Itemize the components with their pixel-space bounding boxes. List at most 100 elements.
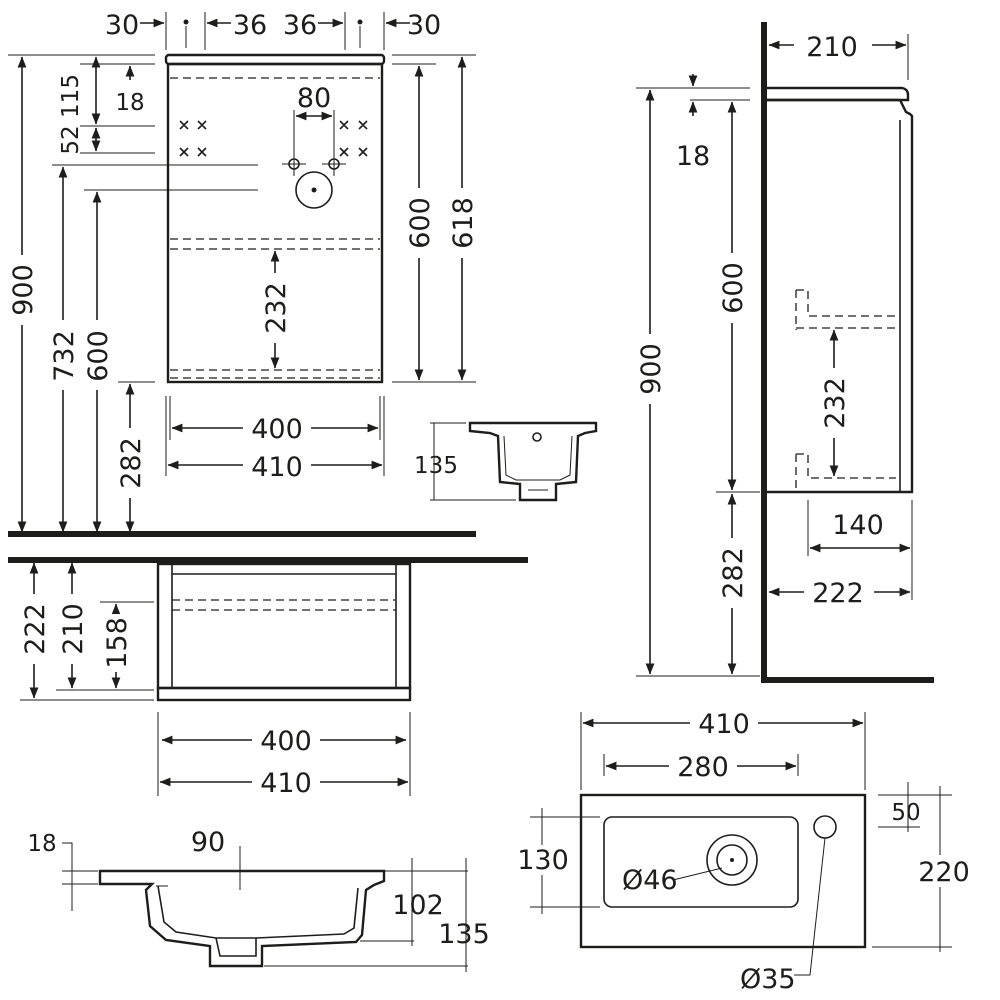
dim-top-to-bracket: 115 <box>58 74 84 118</box>
label-mask <box>102 614 130 672</box>
dim-depth-210: 210 <box>58 603 89 655</box>
label-mask <box>820 368 848 438</box>
basin-profile-small <box>468 421 598 502</box>
dim-tap-offset-left: 36 <box>233 10 267 41</box>
label-mask <box>690 706 758 736</box>
basin-plan-view: 410 280 130 Ø46 50 220 Ø35 <box>516 706 972 995</box>
dim-side-inner-depth: 140 <box>832 510 884 541</box>
label-mask <box>243 412 311 442</box>
dim-cabinet-height: 600 <box>405 197 436 249</box>
dim-basin-plan-width: 410 <box>698 709 750 740</box>
basin-plan-waste-center <box>730 858 734 862</box>
leader-waste-diameter <box>672 867 723 881</box>
basin-plan-bowl <box>603 816 799 908</box>
dim-basin-offset-left: 30 <box>105 10 139 41</box>
dim-bracket-spacing: 52 <box>58 125 84 154</box>
dim-total-618: 618 <box>448 197 479 249</box>
label-mask <box>804 576 874 608</box>
basin-section-profile <box>98 869 386 968</box>
dim-plan-inner-width: 400 <box>260 726 312 757</box>
basin-front-small-view: 135 <box>414 421 598 502</box>
dim-side-cabinet-height: 600 <box>718 262 749 314</box>
dim-top-thickness: 18 <box>115 90 144 116</box>
label-mask <box>516 845 570 875</box>
label-mask <box>916 855 972 887</box>
dim-section-top-thickness: 18 <box>27 831 56 857</box>
label-mask <box>8 255 36 325</box>
bracket-fixing-crosses <box>179 120 368 157</box>
label-mask <box>824 508 894 540</box>
dim-section-bowl-depth: 102 <box>392 890 444 921</box>
dim-outer-width: 410 <box>251 452 303 483</box>
label-mask <box>83 320 111 390</box>
dim-tap-spacing: 80 <box>297 83 331 114</box>
label-mask <box>243 450 311 480</box>
dim-cabinet-side-height: 600 <box>83 330 114 382</box>
dim-inner-width: 400 <box>251 414 303 445</box>
basin-top-slab <box>164 53 386 66</box>
dim-basin-bowl-width: 280 <box>677 752 729 783</box>
dim-overall-height: 900 <box>8 264 39 316</box>
cabinet-plan-outline <box>156 562 412 690</box>
dim-side-shelf-height: 232 <box>820 377 851 429</box>
basin-section-waste <box>215 937 257 957</box>
dim-waste-diameter: Ø46 <box>622 865 678 896</box>
dim-waste-height: 732 <box>49 330 80 382</box>
label-mask <box>252 766 320 796</box>
label-mask <box>20 594 48 664</box>
label-mask <box>718 253 746 323</box>
label-mask <box>669 750 737 780</box>
overflow-icon <box>532 432 542 442</box>
dim-tap-offset-right: 36 <box>283 10 317 41</box>
basin-inner-line <box>503 435 573 481</box>
label-mask <box>405 188 433 258</box>
dim-side-top-depth: 210 <box>806 32 858 63</box>
label-mask <box>49 320 77 390</box>
label-mask <box>448 188 476 258</box>
dim-side-top-thickness: 18 <box>676 141 710 172</box>
dim-depth-222: 222 <box>20 603 51 655</box>
basin-section-view: 18 90 102 135 <box>27 827 490 972</box>
basin-top-side <box>767 86 910 102</box>
leader-tap-hole-diameter <box>794 837 826 976</box>
shelf-bracket-lower <box>796 453 896 479</box>
basin-plan-waste-inner <box>716 844 748 876</box>
basin-plan-tap-hole <box>813 815 837 839</box>
dim-side-overall-depth: 222 <box>812 578 864 609</box>
label-mask <box>718 538 746 608</box>
label-mask <box>58 594 86 664</box>
label-mask <box>636 334 664 404</box>
waste-outlet-icon <box>295 171 333 209</box>
dim-side-overall-height: 900 <box>636 343 667 395</box>
dim-section-total-depth: 135 <box>438 919 490 950</box>
dim-shelf-height: 232 <box>261 282 292 334</box>
dim-plan-outer-width: 410 <box>260 768 312 799</box>
dim-basin-small-depth: 135 <box>414 453 458 479</box>
dim-side-floor-clearance: 282 <box>718 547 749 599</box>
shelf-bracket-upper <box>796 289 896 317</box>
label-mask <box>252 724 320 754</box>
dim-floor-clearance: 282 <box>116 437 147 489</box>
dim-basin-plan-depth: 220 <box>918 857 970 888</box>
dim-depth-158: 158 <box>102 617 133 669</box>
front-elevation-view: 80 30 36 36 30 115 <box>8 10 479 537</box>
label-mask <box>116 428 144 498</box>
cabinet-body-front <box>166 62 384 384</box>
basin-plan-waste-outer <box>706 834 758 886</box>
label-mask <box>261 273 289 343</box>
cabinet-side-body <box>767 98 914 494</box>
side-elevation-view: 210 18 900 600 282 232 140 222 <box>636 22 934 683</box>
cabinet-plan-front-panel <box>156 686 412 702</box>
dim-leader-section-top <box>62 842 73 911</box>
basin-section-inner <box>157 885 359 939</box>
top-chain-dimension <box>140 12 410 50</box>
dim-basin-bowl-depth: 130 <box>517 845 569 876</box>
dim-tap-hole-diameter: Ø35 <box>740 964 796 995</box>
tap-hole-right-icon <box>322 152 346 176</box>
dim-tap-offset: 50 <box>891 800 920 826</box>
dim-basin-offset-right: 30 <box>407 10 441 41</box>
tap-hole-left-icon <box>282 152 306 176</box>
plan-view: 222 210 158 400 410 <box>8 557 528 799</box>
basin-plan-outline <box>579 793 867 949</box>
